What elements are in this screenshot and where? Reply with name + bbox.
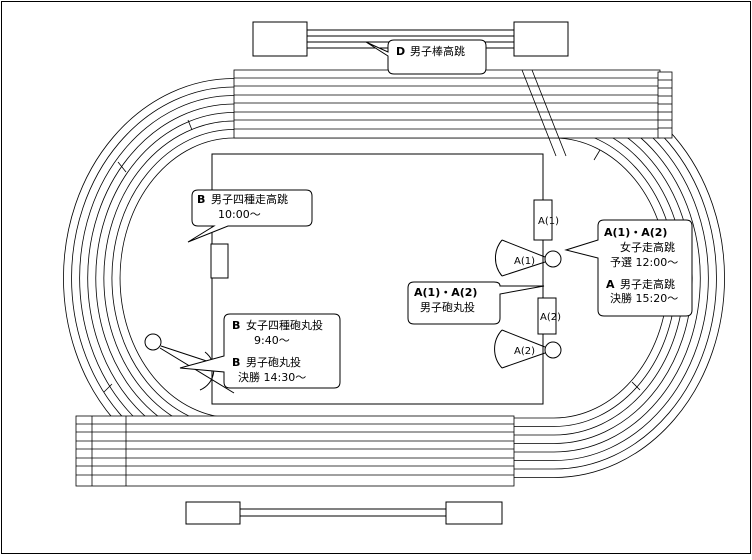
callout-b-high-jump: B 男子四種走高跳 10:00～ — [187, 189, 313, 243]
top-straight — [233, 69, 673, 157]
a1-area — [495, 199, 562, 277]
callout-b-hj-code: B — [197, 193, 205, 206]
a2-circle-label: A(2) — [514, 346, 535, 357]
callout-a-high-jump: A(1)・A(2) 女子走高跳 予選 12:00～ A 男子走高跳 決勝 15:… — [564, 219, 693, 317]
callout-a-hj-code-1: A(1)・A(2) — [604, 226, 667, 239]
callout-b-sp-time-1: 9:40～ — [254, 334, 290, 347]
callout-a-hj-time-2: 決勝 15:20～ — [610, 291, 678, 305]
callout-a-hj-event-1: 女子走高跳 — [620, 240, 675, 254]
b-high-jump-pit — [210, 243, 229, 279]
callout-b-sp-code-2: B — [232, 356, 240, 369]
a1-pit-label: A(1) — [538, 216, 559, 227]
callout-a-sp-code: A(1)・A(2) — [414, 286, 477, 299]
pole-vault-runway — [252, 21, 569, 57]
callout-b-shot-put: B 女子四種砲丸投 9:40～ B 男子砲丸投 決勝 14:30～ — [179, 313, 341, 389]
lane-ticks — [103, 119, 641, 393]
callout-b-hj-time: 10:00～ — [218, 208, 261, 221]
bottom-runway — [185, 501, 503, 525]
callout-a-sp-event: 男子砲丸投 — [420, 300, 475, 314]
bottom-straight — [75, 415, 515, 487]
lane-line — [79, 95, 709, 461]
callout-d-text: 男子棒高跳 — [410, 44, 465, 58]
callout-a-hj-code-2: A — [606, 278, 615, 291]
a2-area — [494, 297, 562, 369]
callout-d: D 男子棒高跳 — [365, 39, 487, 75]
a2-pit-label: A(2) — [540, 312, 561, 323]
lane-line — [103, 120, 685, 436]
callout-a-hj-time-1: 予選 12:00～ — [610, 256, 678, 269]
callout-b-sp-code-1: B — [232, 319, 240, 332]
lane-line — [119, 137, 669, 419]
running-track — [63, 78, 725, 478]
lane-line — [95, 112, 693, 444]
callout-b-sp-event-1: 女子四種砲丸投 — [246, 318, 323, 332]
callout-a-shot-put: A(1)・A(2) 男子砲丸投 — [407, 281, 545, 325]
callout-b-sp-time-2: 決勝 14:30～ — [238, 370, 306, 384]
lane-line — [71, 86, 717, 470]
callout-d-code: D — [396, 45, 405, 58]
lane-line — [63, 78, 725, 478]
lane-line — [111, 129, 677, 427]
callout-a-hj-event-2: 男子走高跳 — [620, 277, 675, 291]
callout-b-hj-event: 男子四種走高跳 — [211, 192, 288, 206]
callout-b-sp-event-2: 男子砲丸投 — [246, 355, 301, 369]
lane-line — [87, 103, 701, 453]
a1-circle-label: A(1) — [514, 256, 535, 267]
